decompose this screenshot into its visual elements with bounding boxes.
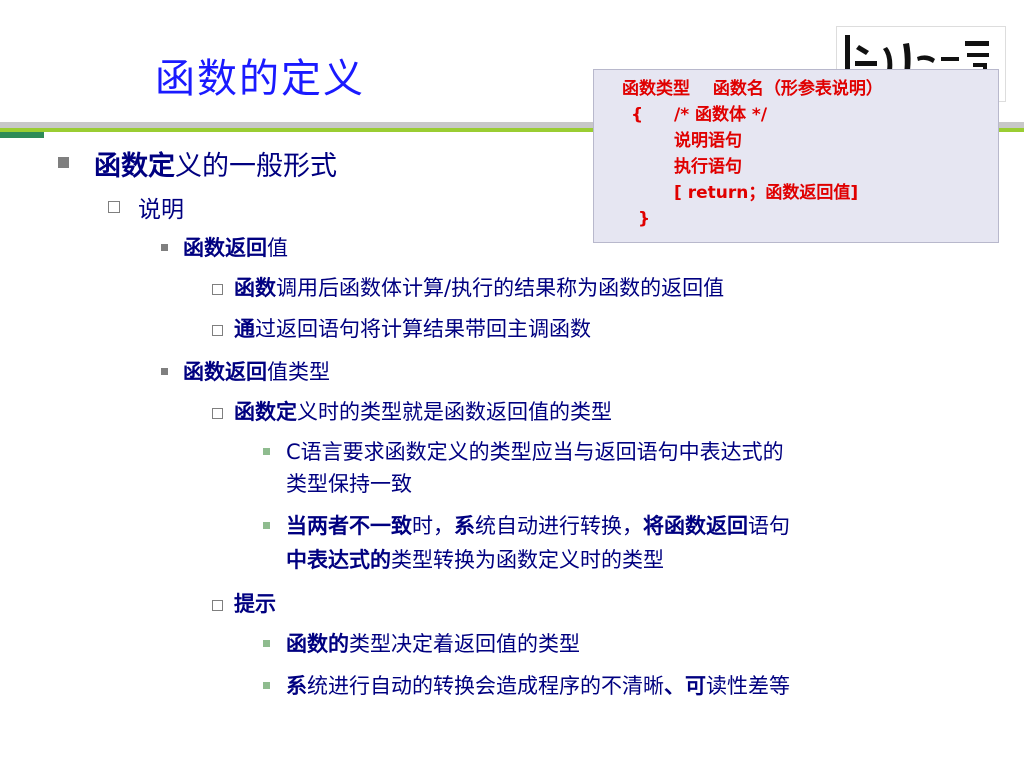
sub-type-consistency-line2: 类型保持一致 bbox=[286, 472, 412, 496]
sub-auto-conversion-line2: 中表达式的类型转换为函数定义时的类型 bbox=[286, 548, 664, 572]
bullet-square-icon bbox=[161, 244, 168, 251]
syntax-close-brace: } bbox=[638, 209, 651, 229]
bullet-green-icon bbox=[263, 640, 270, 647]
header-rule-accent bbox=[0, 132, 44, 138]
sub-type-determines-return: 函数的类型决定着返回值的类型 bbox=[286, 632, 580, 656]
heading-general-form: 函数定义的一般形式 bbox=[94, 151, 337, 182]
bullet-box-icon bbox=[108, 201, 120, 213]
header-rule-gray bbox=[0, 122, 1024, 128]
item-return-statement: 通过返回语句将计算结果带回主调函数 bbox=[234, 317, 591, 341]
label-explanation: 说明 bbox=[138, 197, 184, 223]
slide-title: 函数的定义 bbox=[155, 56, 365, 102]
heading-tip: 提示 bbox=[234, 592, 276, 616]
syntax-body-comment: /* 函数体 */ bbox=[674, 105, 768, 125]
bullet-square-icon bbox=[58, 157, 69, 168]
bullet-green-icon bbox=[263, 522, 270, 529]
item-return-value-definition: 函数调用后函数体计算/执行的结果称为函数的返回值 bbox=[234, 276, 725, 300]
item-definition-type: 函数定义时的类型就是函数返回值的类型 bbox=[234, 400, 612, 424]
header-rule-green bbox=[0, 128, 1024, 132]
function-syntax-box: 函数类型 函数名（形参表说明） { /* 函数体 */ 说明语句 执行语句 [ … bbox=[593, 69, 999, 243]
sub-type-consistency-line1: C语言要求函数定义的类型应当与返回语句中表达式的 bbox=[286, 440, 784, 464]
heading-return-value: 函数返回值 bbox=[183, 236, 288, 260]
syntax-return: [ return；函数返回值] bbox=[674, 183, 859, 203]
sub-auto-conversion-warning: 系统进行自动的转换会造成程序的不清晰、可读性差等 bbox=[286, 674, 790, 698]
sub-auto-conversion-line1: 当两者不一致时，系统自动进行转换，将函数返回语句 bbox=[286, 514, 790, 538]
syntax-open-brace: { bbox=[631, 105, 644, 125]
bullet-green-icon bbox=[263, 448, 270, 455]
bullet-box-icon bbox=[212, 325, 223, 336]
bullet-box-icon bbox=[212, 600, 223, 611]
syntax-declarations: 说明语句 bbox=[674, 131, 742, 151]
syntax-signature: 函数类型 函数名（形参表说明） bbox=[622, 79, 883, 99]
bullet-green-icon bbox=[263, 682, 270, 689]
bullet-box-icon bbox=[212, 284, 223, 295]
syntax-statements: 执行语句 bbox=[674, 157, 742, 177]
bullet-square-icon bbox=[161, 368, 168, 375]
bullet-box-icon bbox=[212, 408, 223, 419]
heading-return-type: 函数返回值类型 bbox=[183, 360, 330, 384]
